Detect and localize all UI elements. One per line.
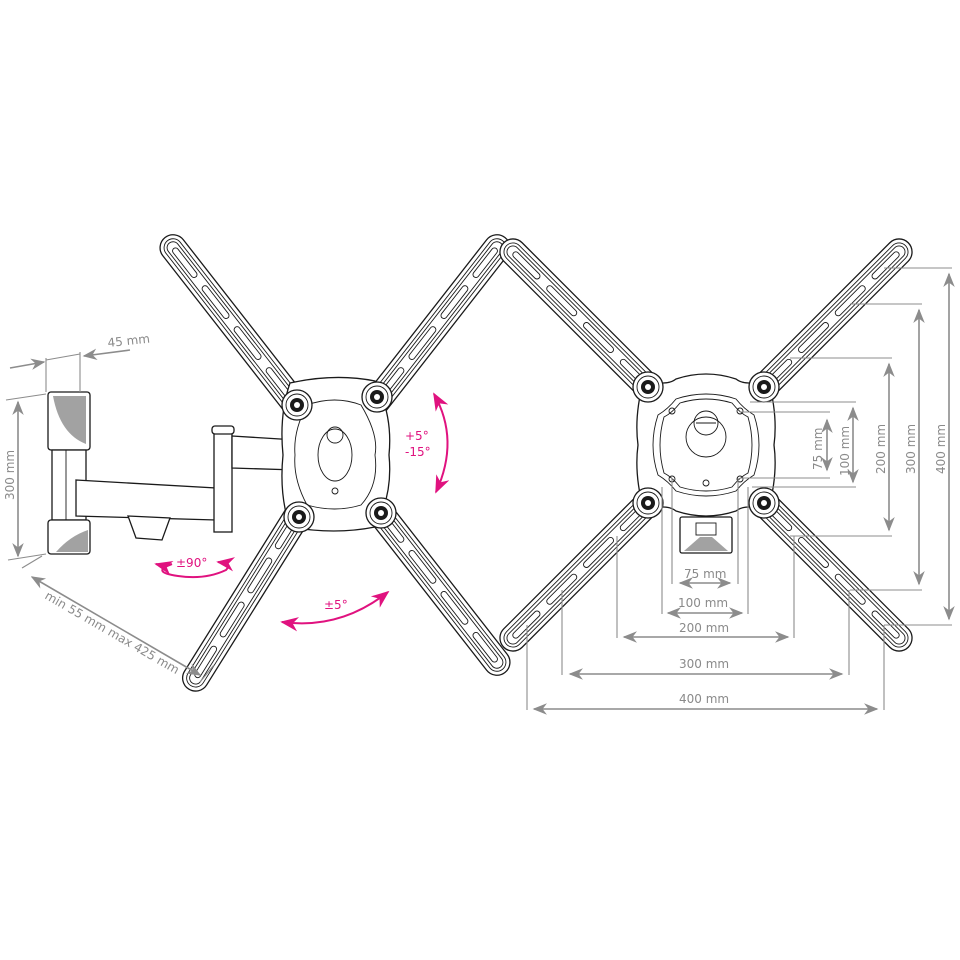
label-wall-depth: 45 mm — [107, 332, 151, 350]
label-tilt-down: -15° — [405, 445, 431, 459]
label-horizontal-400: 400 mm — [679, 692, 729, 706]
label-arm-extension: min 55 mm max 425 mm — [43, 588, 182, 677]
label-vertical-400: 400 mm — [934, 424, 948, 474]
dimension-arm-extension: min 55 mm max 425 mm — [21, 555, 215, 683]
label-tilt-up: +5° — [405, 429, 429, 443]
side-view: 45 mm 300 mm min 55 mm max 425 mm ±90° +… — [3, 228, 516, 697]
front-vesa-bracket — [493, 232, 919, 658]
dimension-horizontal-set: 75 mm 100 mm 200 mm 300 mm 400 mm — [526, 478, 885, 715]
label-swivel: ±90° — [176, 556, 207, 570]
label-horizontal-75: 75 mm — [684, 567, 726, 581]
label-rotation: ±5° — [324, 598, 348, 612]
wall-plate — [47, 391, 91, 555]
front-view: 75 mm 100 mm 200 mm 300 mm 400 mm 75 mm … — [493, 232, 955, 715]
swivel-indicator: ±90° — [154, 556, 236, 579]
label-vertical-200: 200 mm — [874, 424, 888, 474]
tilt-indicator: +5° -15° — [405, 392, 450, 494]
dimension-vertical-set: 75 mm 100 mm 200 mm 300 mm 400 mm — [740, 267, 955, 626]
label-horizontal-300: 300 mm — [679, 657, 729, 671]
dimension-wall-height: 300 mm — [3, 393, 47, 561]
label-vertical-300: 300 mm — [904, 424, 918, 474]
label-horizontal-100: 100 mm — [678, 596, 728, 610]
label-horizontal-200: 200 mm — [679, 621, 729, 635]
label-vertical-75: 75 mm — [811, 428, 825, 470]
side-vesa-bracket — [154, 228, 516, 697]
label-wall-height: 300 mm — [3, 450, 17, 500]
rotation-indicator: ±5° — [280, 590, 390, 632]
dimension-wall-depth: 45 mm — [9, 332, 151, 392]
articulating-arm — [75, 425, 297, 541]
label-vertical-100: 100 mm — [838, 426, 852, 476]
